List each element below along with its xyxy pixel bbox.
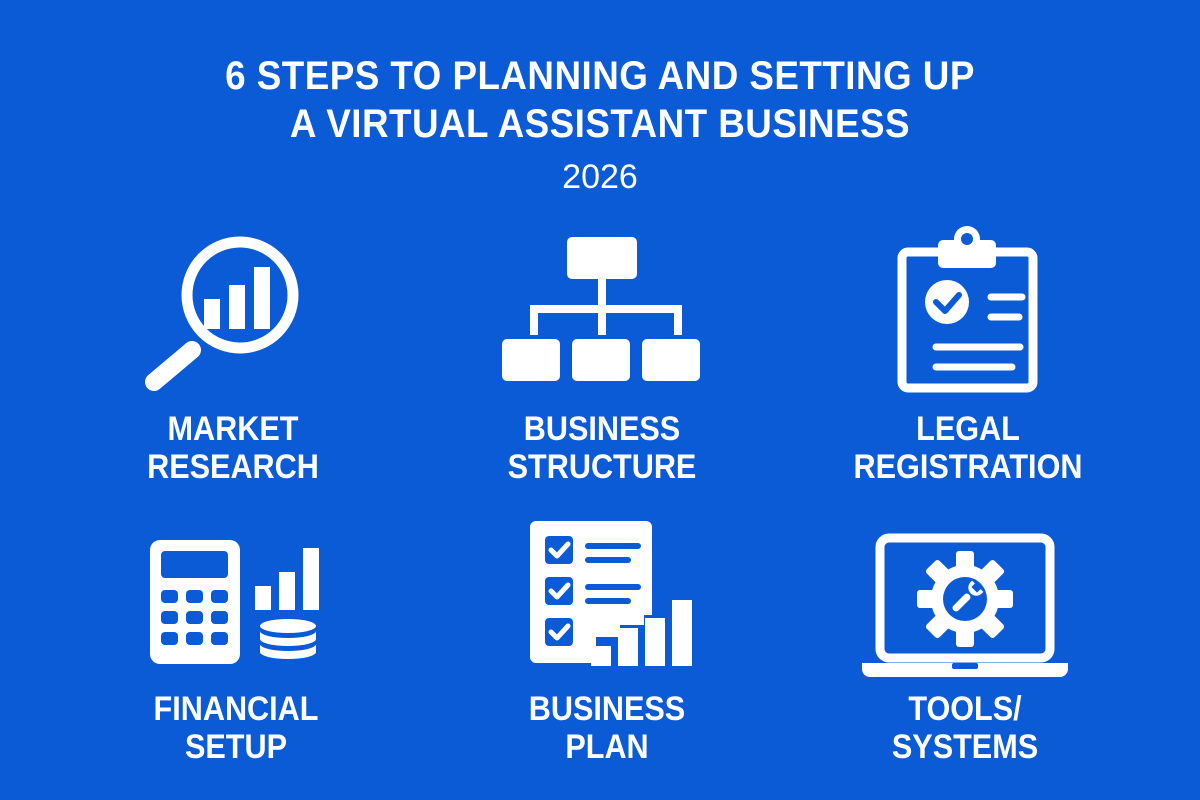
label-line-2: STRUCTURE xyxy=(507,448,697,486)
year-subtitle: 2026 xyxy=(562,158,638,196)
step-label: FINANCIAL SETUP xyxy=(56,690,416,766)
title-line-2: A VIRTUAL ASSISTANT BUSINESS xyxy=(289,102,911,146)
label-line-1: BUSINESS xyxy=(523,410,681,448)
label-line-2: SETUP xyxy=(184,728,288,766)
label-line-2: REGISTRATION xyxy=(853,448,1083,486)
step-label: TOOLS/ SYSTEMS xyxy=(785,690,1145,766)
calculator-coins-chart-icon xyxy=(148,538,328,668)
step-label: MARKET RESEARCH xyxy=(53,410,413,486)
label-line-1: LEGAL xyxy=(916,410,1020,448)
label-line-1: BUSINESS xyxy=(528,690,686,728)
label-line-2: SYSTEMS xyxy=(891,728,1039,766)
label-line-1: TOOLS/ xyxy=(908,690,1022,728)
label-line-2: RESEARCH xyxy=(147,448,319,486)
org-chart-icon xyxy=(500,235,705,385)
step-label: BUSINESS PLAN xyxy=(427,690,787,766)
label-line-2: PLAN xyxy=(565,728,649,766)
clipboard-check-icon xyxy=(895,222,1040,394)
title-line-1: 6 STEPS TO PLANNING AND SETTING UP xyxy=(225,54,975,98)
magnifier-bar-chart-icon xyxy=(140,232,310,392)
label-line-1: FINANCIAL xyxy=(153,690,319,728)
laptop-gear-wrench-icon xyxy=(860,533,1070,681)
step-label: LEGAL REGISTRATION xyxy=(788,410,1148,486)
checklist-chart-icon xyxy=(528,518,693,668)
step-label: BUSINESS STRUCTURE xyxy=(422,410,782,486)
label-line-1: MARKET xyxy=(167,410,299,448)
